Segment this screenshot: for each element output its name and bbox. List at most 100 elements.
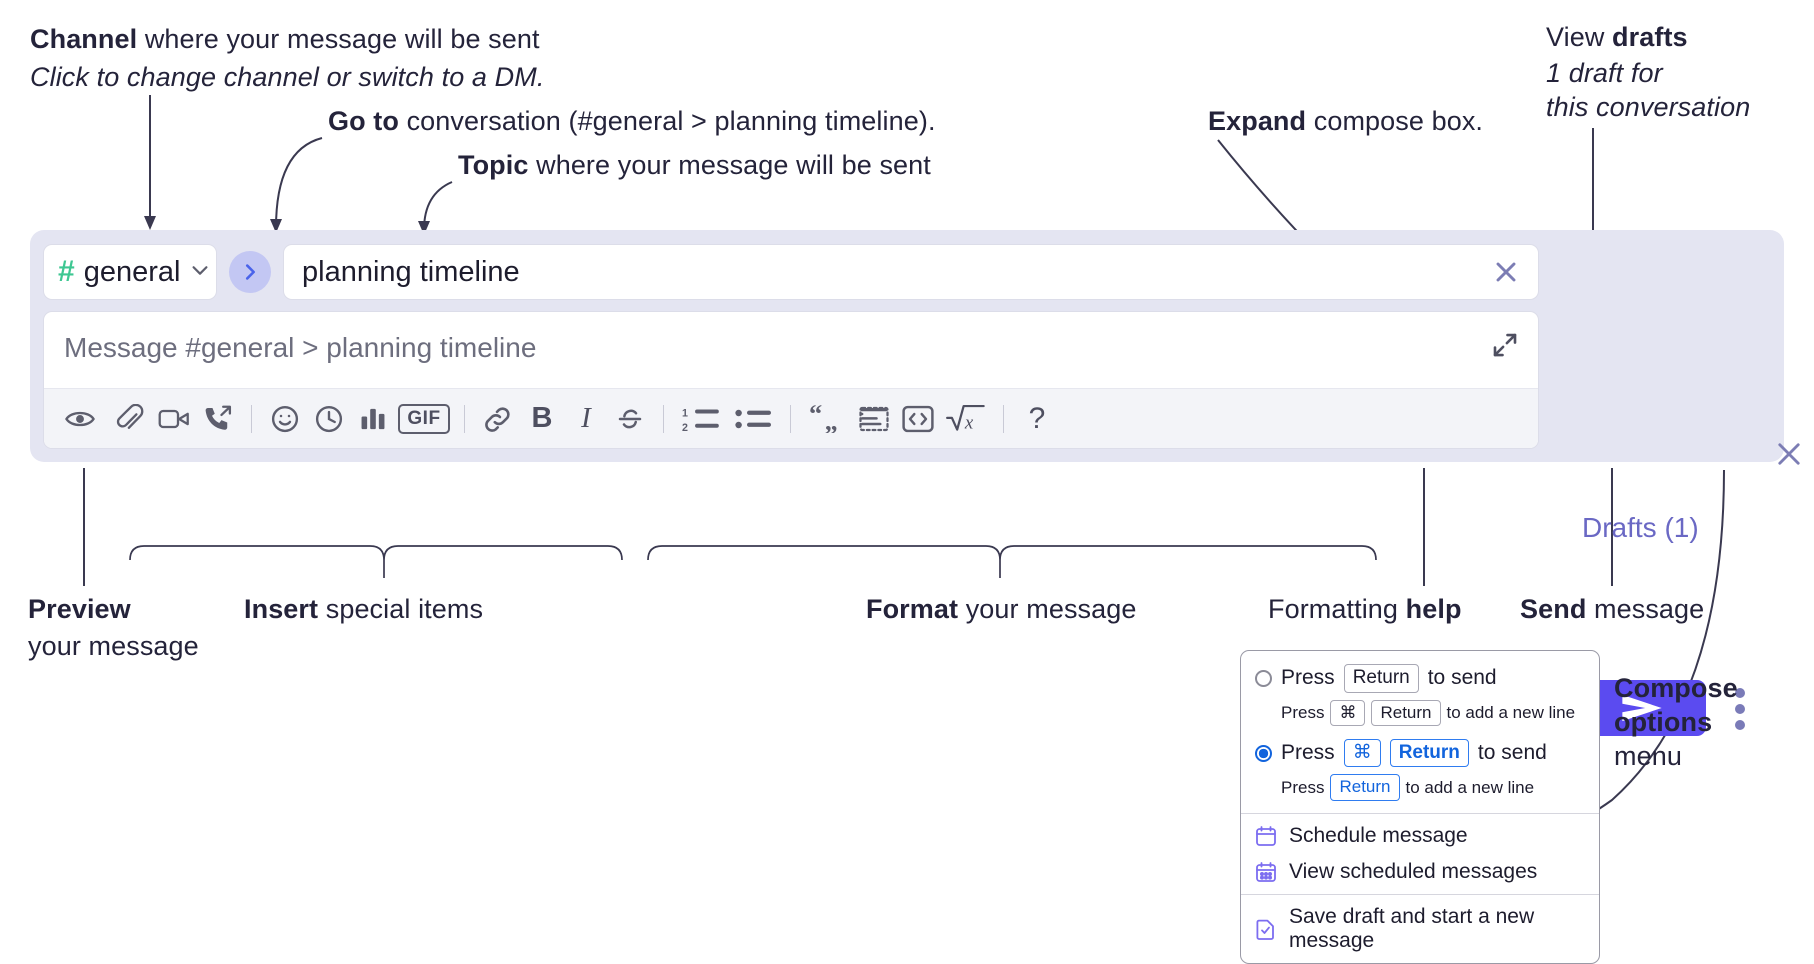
question-mark-icon[interactable]: ? xyxy=(1028,401,1046,435)
expand-icon xyxy=(1493,333,1517,357)
annotation-goto-bold: Go to xyxy=(328,106,399,136)
drafts-link[interactable]: Drafts (1) xyxy=(1582,512,1699,543)
annotation-help: Formatting help xyxy=(1268,594,1462,626)
annotation-compose-options-l3: menu xyxy=(1614,740,1682,771)
save-draft-icon xyxy=(1255,918,1277,940)
blockquote-icon[interactable]: “„ xyxy=(802,397,852,441)
video-camera-icon[interactable] xyxy=(152,397,196,441)
annotation-compose-options: Compose options menu xyxy=(1614,672,1738,773)
annotation-format: Format your message xyxy=(866,594,1137,626)
option-2-post: to send xyxy=(1477,741,1547,765)
expand-compose-button[interactable] xyxy=(1490,330,1520,360)
annotation-preview-sub: your message xyxy=(28,630,199,661)
leader-topic xyxy=(423,181,453,231)
radio-cmd-return-to-send[interactable] xyxy=(1255,744,1272,762)
key-return: Return xyxy=(1389,738,1469,768)
bulleted-list-icon[interactable] xyxy=(727,397,779,441)
svg-text:1: 1 xyxy=(682,407,688,419)
code-block-icon[interactable] xyxy=(852,397,896,441)
option-1-sub-pre: Press xyxy=(1281,702,1325,722)
option-1-pre: Press xyxy=(1281,666,1335,690)
link-icon[interactable] xyxy=(476,397,520,441)
menu-item-save-draft[interactable]: Save draft and start a new message xyxy=(1241,895,1599,963)
send-shortcut-option-1[interactable]: Press Return to send Press ⌘ Return to a… xyxy=(1241,651,1599,735)
bold-icon[interactable]: B xyxy=(531,402,553,434)
toolbar-divider xyxy=(464,404,465,433)
inline-code-icon[interactable] xyxy=(896,397,940,441)
close-icon xyxy=(1496,262,1516,282)
annotation-topic: Topic where your message will be sent xyxy=(458,150,931,182)
annotation-help-bold: help xyxy=(1405,594,1462,624)
close-compose-button[interactable] xyxy=(1772,437,1806,471)
poll-bars-icon[interactable] xyxy=(351,397,395,441)
gif-icon[interactable]: GIF xyxy=(395,397,453,441)
goto-conversation-button[interactable] xyxy=(229,251,271,293)
message-placeholder: Message #general > planning timeline xyxy=(64,332,537,363)
send-paper-plane-icon xyxy=(1622,694,1662,722)
annotation-expand-rest: compose box. xyxy=(1306,106,1484,136)
annotated-compose-diagram: Channel where your message will be sent … xyxy=(28,22,1800,964)
leader-goto xyxy=(275,137,323,229)
math-sqrt-icon[interactable]: x xyxy=(940,397,992,441)
annotation-compose-options-l1: Compose xyxy=(1614,673,1738,703)
topic-field[interactable]: planning timeline xyxy=(283,244,1539,300)
menu-item-schedule-message[interactable]: Schedule message xyxy=(1241,814,1599,858)
message-input-box[interactable]: Message #general > planning timeline xyxy=(43,311,1539,449)
preview-eye-icon[interactable] xyxy=(58,397,102,441)
italic-icon[interactable]: I xyxy=(581,402,591,434)
annotation-insert-bold: Insert xyxy=(244,594,319,624)
topic-clear-button[interactable] xyxy=(1490,256,1522,288)
key-command: ⌘ xyxy=(1330,699,1366,726)
annotation-format-rest: your message xyxy=(958,594,1137,624)
annotation-insert: Insert special items xyxy=(244,594,483,626)
annotation-preview-bold: Preview xyxy=(28,594,131,624)
channel-picker[interactable]: # general xyxy=(43,244,217,300)
hash-icon: # xyxy=(58,255,75,288)
annotation-channel-bold: Channel xyxy=(30,24,138,54)
close-icon xyxy=(1778,443,1800,465)
radio-return-to-send[interactable] xyxy=(1255,669,1272,687)
key-return: Return xyxy=(1343,664,1419,693)
compose-options-button[interactable] xyxy=(1735,688,1745,730)
option-1-sub-post: to add a new line xyxy=(1446,702,1576,722)
annotation-topic-rest: where your message will be sent xyxy=(528,150,931,180)
annotation-expand: Expand compose box. xyxy=(1208,106,1483,138)
svg-text:“: “ xyxy=(809,405,822,429)
menu-item-label: View scheduled messages xyxy=(1289,859,1538,883)
annotation-insert-rest: special items xyxy=(318,594,484,624)
topic-value: planning timeline xyxy=(302,255,520,288)
key-return: Return xyxy=(1330,774,1400,801)
annotation-compose-options-l2: options xyxy=(1614,706,1713,737)
option-2-sub-pre: Press xyxy=(1281,777,1325,797)
emoji-smiley-icon[interactable] xyxy=(263,397,307,441)
annotation-drafts: View drafts 1 draft for this conversatio… xyxy=(1546,22,1750,124)
menu-item-view-scheduled[interactable]: View scheduled messages xyxy=(1241,858,1599,894)
svg-text:„: „ xyxy=(825,405,838,432)
toolbar-divider xyxy=(1003,404,1004,433)
vertical-dots-icon xyxy=(1735,688,1745,698)
option-2-pre: Press xyxy=(1281,741,1335,765)
key-command: ⌘ xyxy=(1343,738,1381,768)
option-2-sub-post: to add a new line xyxy=(1405,777,1535,797)
audio-call-icon[interactable] xyxy=(196,397,240,441)
clock-icon[interactable] xyxy=(307,397,351,441)
brace-insert xyxy=(129,545,623,561)
attachment-paperclip-icon[interactable] xyxy=(108,397,152,441)
annotation-goto: Go to conversation (#general > planning … xyxy=(328,106,936,138)
annotation-preview: Preview your message xyxy=(28,594,199,663)
compose-widget: # general planning timeline M xyxy=(30,230,1800,736)
formatting-toolbar: GIF B I xyxy=(44,388,1538,448)
annotation-send-rest: message xyxy=(1586,594,1705,624)
strikethrough-icon[interactable] xyxy=(608,397,652,441)
annotation-drafts-prefix: View xyxy=(1546,22,1613,52)
send-shortcut-option-2[interactable]: Press ⌘ Return to send Press Return to a… xyxy=(1241,735,1599,813)
compose-header-row: # general planning timeline xyxy=(43,243,1539,301)
annotation-drafts-sub1: 1 draft for xyxy=(1546,57,1663,88)
chevron-down-icon xyxy=(189,259,211,286)
toolbar-divider xyxy=(251,404,252,433)
annotation-channel: Channel where your message will be sent … xyxy=(30,24,544,94)
option-1-post: to send xyxy=(1427,666,1497,690)
annotation-channel-sub: Click to change channel or switch to a D… xyxy=(30,61,545,92)
annotation-send-bold: Send xyxy=(1520,594,1587,624)
